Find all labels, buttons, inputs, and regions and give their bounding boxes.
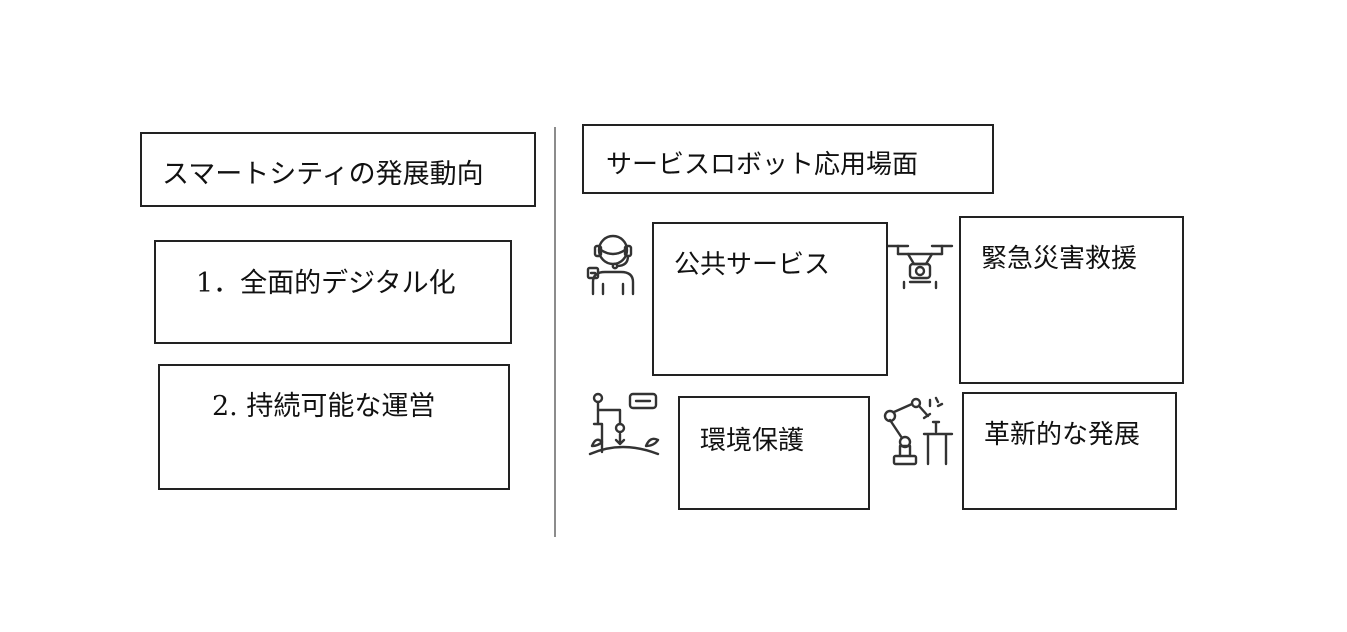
drone-icon — [884, 234, 956, 294]
service-card-innovation: 革新的な発展 — [962, 392, 1177, 510]
service-card-emergency-label: 緊急災害救援 — [981, 244, 1138, 274]
left-title: スマートシティの発展動向 — [162, 159, 484, 190]
left-title-box: スマートシティの発展動向 — [140, 132, 536, 207]
service-card-public: 公共サービス — [652, 222, 888, 376]
service-card-public-label: 公共サービス — [674, 250, 831, 280]
robot-operator-icon — [583, 228, 655, 300]
service-card-emergency: 緊急災害救援 — [959, 216, 1184, 384]
right-title: サービスロボット応用場面 — [606, 150, 919, 180]
robotic-arm-icon — [880, 394, 956, 470]
trend-item-1-label: 1．全面的デジタル化 — [196, 268, 456, 299]
service-card-environment-label: 環境保護 — [700, 426, 805, 456]
right-title-box: サービスロボット応用場面 — [582, 124, 994, 194]
trend-item-2-box: 2. 持続可能な運営 — [158, 364, 510, 490]
service-card-environment: 環境保護 — [678, 396, 870, 510]
trend-item-2-label: 2. 持続可能な運営 — [212, 391, 436, 422]
trend-item-1-box: 1．全面的デジタル化 — [154, 240, 512, 344]
column-divider — [554, 127, 556, 537]
service-card-innovation-label: 革新的な発展 — [984, 420, 1141, 450]
agri-robot-icon — [586, 390, 664, 462]
